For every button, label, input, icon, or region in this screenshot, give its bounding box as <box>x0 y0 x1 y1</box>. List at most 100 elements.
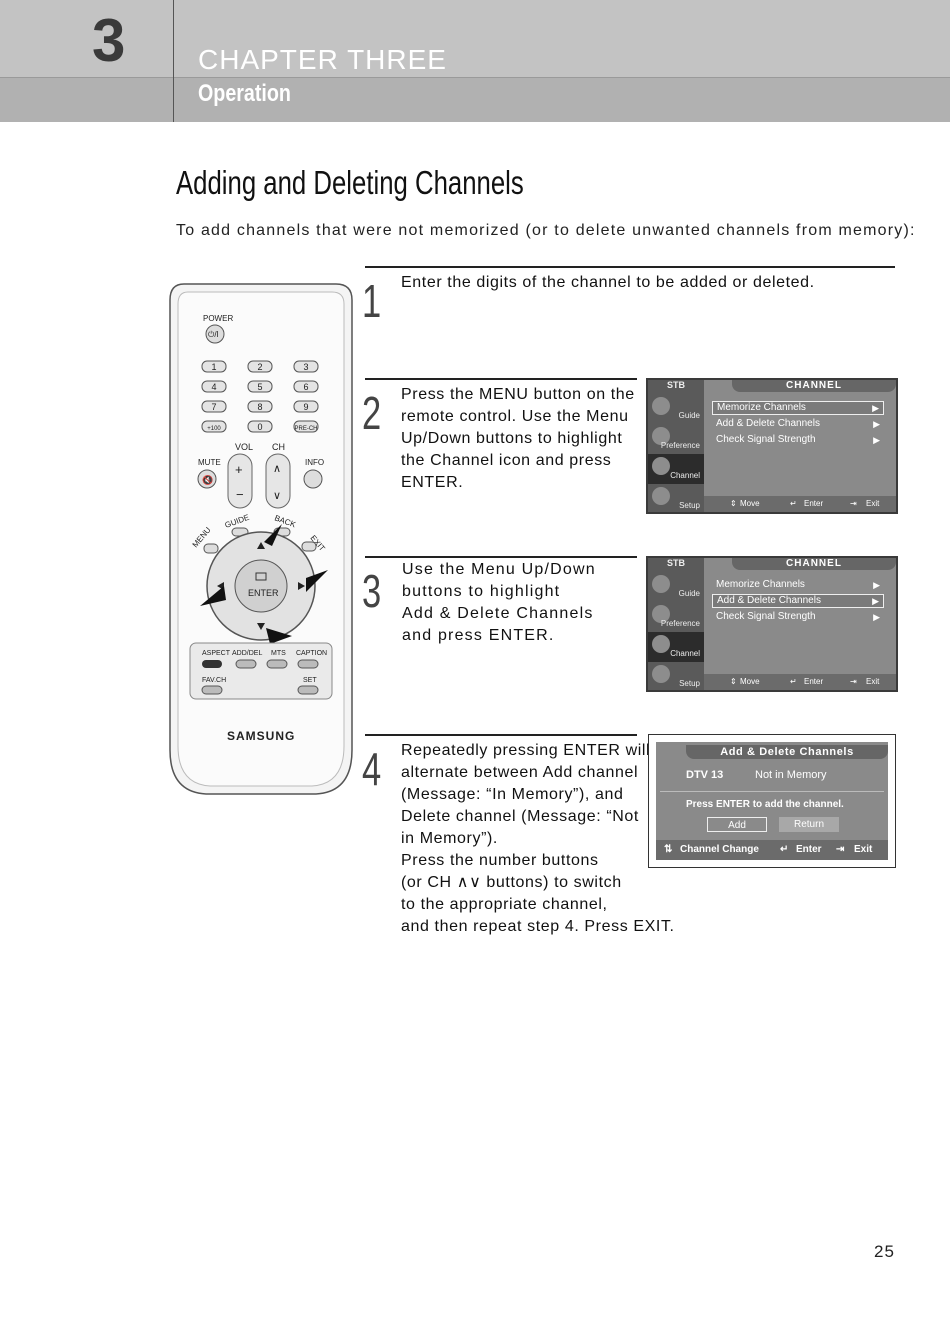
enter-icon: ↵ <box>780 844 789 855</box>
channel-number: DTV 13 <box>686 769 724 781</box>
step-1-text: Enter the digits of the channel to be ad… <box>401 274 815 291</box>
digit-label: PRE-CH <box>294 426 317 432</box>
digit-button[interactable] <box>247 380 273 393</box>
pointer-arrow-right <box>306 570 328 592</box>
set-button[interactable] <box>297 685 319 695</box>
section-title: Operation <box>198 80 291 107</box>
digit-button[interactable] <box>293 360 319 373</box>
info-button[interactable] <box>303 469 323 489</box>
step-3-rule <box>365 556 637 558</box>
digit-label: 8 <box>257 402 262 412</box>
menu-item-signal: Check Signal Strength▶ <box>716 611 880 622</box>
menu-title: CHANNEL <box>732 380 896 392</box>
step-2-text: Press the MENU button on the remote cont… <box>401 386 635 491</box>
digit-button[interactable] <box>293 380 319 393</box>
nav-right-icon <box>298 582 305 590</box>
guide-icon <box>652 575 670 593</box>
preference-icon <box>652 427 670 445</box>
header-band <box>0 0 950 77</box>
return-button[interactable]: Return <box>779 817 839 832</box>
add-button[interactable]: Add <box>707 817 767 832</box>
add-delete-title: Add & Delete Channels <box>686 745 888 759</box>
step-3-number: 3 <box>362 565 382 617</box>
menu-footer: ⇕Move ↵Enter ⇥Exit <box>704 674 896 690</box>
exit-button[interactable] <box>301 541 317 552</box>
setup-icon <box>652 665 670 683</box>
page-number: 25 <box>874 1242 895 1261</box>
caption-button[interactable] <box>297 659 319 669</box>
add-del-label: ADD/DEL <box>232 650 262 657</box>
caption-label: CAPTION <box>296 650 327 657</box>
digit-label: 2 <box>257 362 262 372</box>
volume-rocker[interactable] <box>227 453 253 509</box>
menu-title: CHANNEL <box>732 558 896 570</box>
digit-label: 5 <box>257 382 262 392</box>
mute-label: MUTE <box>198 458 221 467</box>
digit-label: 3 <box>303 362 308 372</box>
pointer-arrow-down <box>266 628 292 644</box>
set-label: SET <box>303 677 317 684</box>
add-del-button[interactable] <box>235 659 257 669</box>
chapter-number: 3 <box>92 7 125 74</box>
digit-label: 9 <box>303 402 308 412</box>
step-1-rule <box>365 266 895 268</box>
sidebar-item-setup: Setup <box>648 662 704 690</box>
preference-icon <box>652 605 670 623</box>
digit-button[interactable] <box>293 400 319 413</box>
step-2-number: 2 <box>362 387 382 439</box>
stb-label: STB <box>667 380 685 390</box>
menu-button[interactable] <box>203 543 219 554</box>
power-button[interactable] <box>205 324 225 344</box>
aspect-button[interactable] <box>202 660 222 668</box>
vol-down-icon: − <box>236 487 244 502</box>
enter-label: ENTER <box>248 588 279 598</box>
step-3-text: Use the Menu Up/Down buttons to highligh… <box>402 561 596 644</box>
menu-item-memorize: Memorize Channels▶ <box>716 579 880 590</box>
digit-button[interactable] <box>247 400 273 413</box>
fav-ch-button[interactable] <box>201 685 223 695</box>
digit-button[interactable] <box>201 400 227 413</box>
step-1-number: 1 <box>362 275 382 327</box>
svg-text:⏻/I: ⏻/I <box>208 330 219 339</box>
channel-rocker[interactable] <box>265 453 291 509</box>
stb-label: STB <box>667 558 685 568</box>
sidebar-item-channel: Channel <box>648 454 704 484</box>
nav-down-icon <box>257 623 265 630</box>
ch-down-icon: ∨ <box>273 490 281 502</box>
sidebar-item-preference: Preference <box>648 602 704 632</box>
screen-separator <box>660 791 884 792</box>
step-4-text: Repeatedly pressing ENTER will alternate… <box>401 742 675 935</box>
exit-icon: ⇥ <box>850 499 857 508</box>
digit-button[interactable] <box>247 360 273 373</box>
info-label: INFO <box>305 458 324 467</box>
menu-item-signal: Check Signal Strength▶ <box>716 434 880 445</box>
move-icon: ⇕ <box>730 677 737 686</box>
digit-button[interactable] <box>293 420 319 433</box>
function-button-panel <box>189 642 333 700</box>
enter-icon: ↵ <box>790 677 797 686</box>
pointer-arrow-left <box>200 586 226 606</box>
fav-ch-label: FAV.CH <box>202 677 226 684</box>
instruction-message: Press ENTER to add the channel. <box>686 799 844 810</box>
digit-button[interactable] <box>201 380 227 393</box>
menu-footer: ⇕Move ↵Enter ⇥Exit <box>704 496 896 512</box>
header-subband <box>0 77 950 122</box>
digit-button[interactable] <box>201 360 227 373</box>
digit-button[interactable] <box>201 420 227 433</box>
intro-text: To add channels that were not memorized … <box>176 222 916 239</box>
move-icon: ⇕ <box>730 499 737 508</box>
channel-icon <box>652 635 670 653</box>
pointer-arrow-up <box>264 524 282 546</box>
mute-button[interactable] <box>197 469 217 489</box>
chapter-title: CHAPTER THREE <box>198 44 447 75</box>
mts-button[interactable] <box>266 659 288 669</box>
digit-button[interactable] <box>247 420 273 433</box>
enter-icon <box>255 572 267 581</box>
enter-button[interactable] <box>234 559 288 613</box>
vol-up-icon: + <box>235 462 243 477</box>
sidebar-item-setup: Setup <box>648 484 704 512</box>
sidebar-item-guide: Guide <box>648 394 704 424</box>
vol-label: VOL <box>235 442 253 452</box>
exit-icon: ⇥ <box>850 677 857 686</box>
